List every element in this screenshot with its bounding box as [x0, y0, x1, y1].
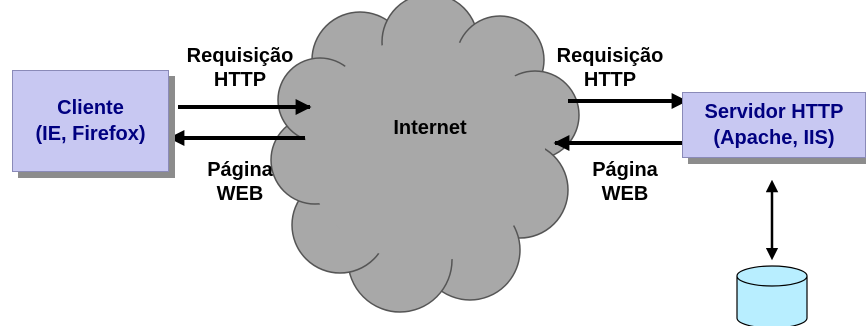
server-subtitle: (Apache, IIS)	[713, 127, 835, 149]
right-request-line2: HTTP	[583, 69, 637, 91]
client-box: Cliente (IE, Firefox)	[12, 70, 169, 172]
right-response-label: Página WEB	[570, 158, 680, 206]
left-response-label: Página WEB	[185, 158, 295, 206]
server-box: Servidor HTTP (Apache, IIS)	[682, 92, 866, 158]
client-subtitle: (IE, Firefox)	[35, 123, 146, 145]
internet-label: Internet	[393, 117, 467, 139]
client-title: Cliente	[57, 97, 124, 119]
right-response-line1: Página	[592, 159, 658, 181]
right-response-line2: WEB	[601, 183, 649, 205]
right-request-label: Requisição HTTP	[530, 44, 690, 92]
left-request-line2: HTTP	[213, 69, 267, 91]
database-icon	[736, 265, 808, 326]
server-title: Servidor HTTP	[704, 101, 844, 123]
right-request-line1: Requisição	[556, 45, 664, 67]
left-request-line1: Requisição	[186, 45, 294, 67]
left-request-label: Requisição HTTP	[160, 44, 320, 92]
left-response-line2: WEB	[216, 183, 264, 205]
left-response-line1: Página	[207, 159, 273, 181]
